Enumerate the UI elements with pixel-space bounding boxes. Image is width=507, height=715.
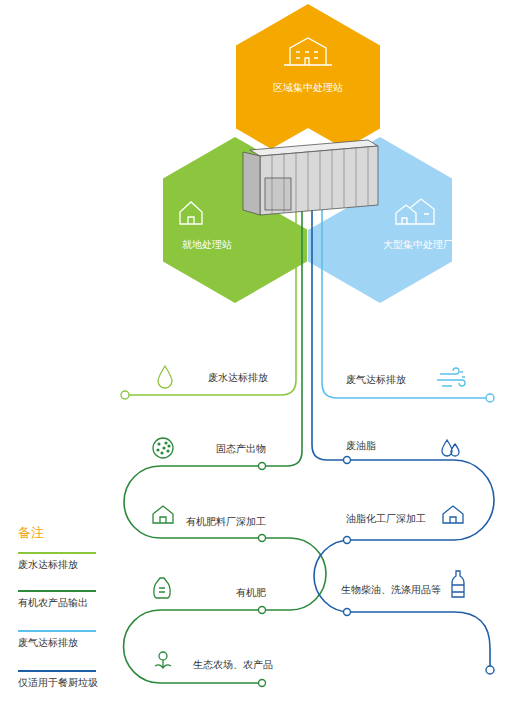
legend-text: 有机农产品输出 xyxy=(18,597,88,609)
oil-drop-icon xyxy=(442,440,459,456)
region-label: 大型集中处理厂 xyxy=(383,239,453,251)
granule-dots xyxy=(156,441,170,454)
region-label: 区域集中处理站 xyxy=(273,82,343,94)
flow-icons xyxy=(153,366,465,668)
legend-text: 废气达标排放 xyxy=(18,637,78,649)
legend-text: 废水达标排放 xyxy=(18,559,78,571)
wastewater-line xyxy=(129,210,296,395)
bag-icon xyxy=(154,578,170,598)
flow-label: 废水达标排放 xyxy=(207,372,269,384)
legend-line-sample xyxy=(18,552,96,554)
waste-oil-line xyxy=(312,210,494,666)
flow-label: 有机肥 xyxy=(235,587,267,599)
flow-label: 固态产出物 xyxy=(215,443,267,455)
legend-heading: 备注 xyxy=(18,525,44,540)
legend-entry: 废水达标排放 xyxy=(18,552,78,564)
legend-line-sample xyxy=(18,590,96,592)
wind-icon xyxy=(437,368,465,386)
factory-icon xyxy=(443,506,463,523)
flow-lines xyxy=(124,210,495,683)
legend-line-sample xyxy=(18,630,96,632)
region-label: 就地处理站 xyxy=(182,239,232,251)
flow-label: 生物柴油、洗涤用品等 xyxy=(340,584,442,596)
legend-entry: 有机农产品输出 xyxy=(18,590,88,602)
bottle-icon xyxy=(452,571,464,597)
solid-output-line xyxy=(124,210,327,683)
house-icon xyxy=(153,506,173,523)
legend-entry: 废气达标排放 xyxy=(18,630,78,642)
flow-label: 油脂化工厂深加工 xyxy=(345,513,427,525)
hex-icons xyxy=(180,38,434,224)
flow-label: 废油脂 xyxy=(345,440,377,452)
flow-label: 生态农场、农产品 xyxy=(192,659,274,671)
legend-line-sample xyxy=(18,670,96,672)
flow-label: 有机肥料厂深加工 xyxy=(185,516,267,528)
legend-text: 仅适用于餐厨垃圾 xyxy=(18,677,98,689)
flower-icon xyxy=(155,652,171,668)
treatment-machine xyxy=(243,140,378,215)
legend-entry: 仅适用于餐厨垃圾 xyxy=(18,670,98,682)
line-dots xyxy=(121,391,494,687)
flow-label: 废气达标排放 xyxy=(345,374,407,386)
exhaust-line xyxy=(322,210,486,398)
drop-icon xyxy=(158,366,172,388)
granule-icon xyxy=(153,438,173,458)
